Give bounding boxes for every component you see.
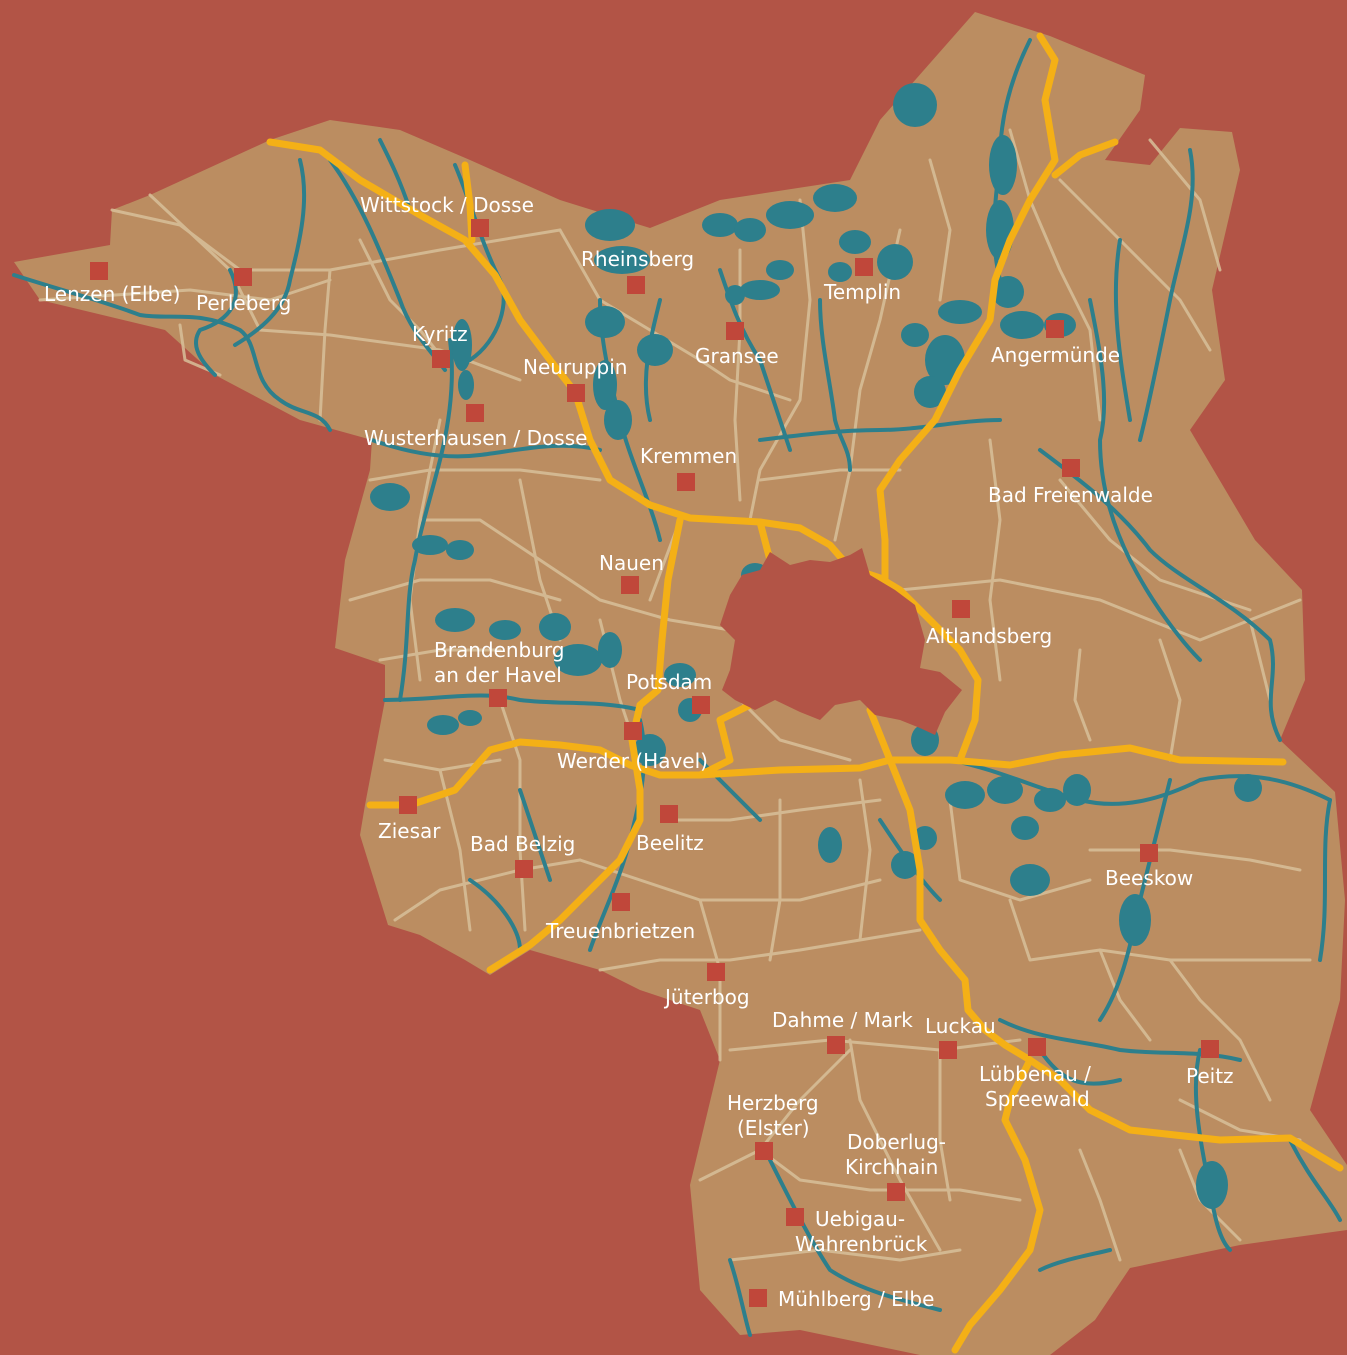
label-neuruppin: Neuruppin (523, 355, 627, 379)
label-perleberg: Perleberg (196, 291, 291, 315)
marker-muehlberg (749, 1289, 767, 1307)
label-herzberg-2: (Elster) (737, 1116, 810, 1140)
berlin-area (720, 548, 962, 735)
label-kyritz: Kyritz (412, 322, 468, 346)
marker-ziesar (399, 796, 417, 814)
label-templin: Templin (823, 280, 901, 304)
label-ziesar: Ziesar (378, 819, 441, 843)
label-bad-belzig: Bad Belzig (470, 832, 575, 856)
label-wittstock: Wittstock / Dosse (360, 193, 534, 217)
label-treuenbrietzen: Treuenbrietzen (545, 919, 695, 943)
marker-angermuende (1046, 320, 1064, 338)
label-luebbenau-2: Spreewald (985, 1087, 1090, 1111)
marker-beelitz (660, 805, 678, 823)
label-beeskow: Beeskow (1105, 866, 1193, 890)
label-jueterbog: Jüterbog (663, 985, 750, 1009)
label-bad-freienwalde: Bad Freienwalde (988, 483, 1153, 507)
marker-luckau (939, 1041, 957, 1059)
label-luckau: Luckau (925, 1014, 996, 1038)
marker-wittstock (471, 219, 489, 237)
marker-wusterhausen (466, 404, 484, 422)
marker-bad-belzig (515, 860, 533, 878)
marker-nauen (621, 576, 639, 594)
minor-roads (38, 128, 1312, 1262)
marker-neuruppin (567, 384, 585, 402)
marker-kremmen (677, 473, 695, 491)
marker-kyritz (432, 350, 450, 368)
label-potsdam: Potsdam (626, 670, 712, 694)
label-nauen: Nauen (599, 551, 664, 575)
marker-templin (855, 258, 873, 276)
label-werder: Werder (Havel) (557, 749, 708, 773)
town-labels: Lenzen (Elbe) Perleberg Wittstock / Doss… (44, 193, 1234, 1311)
marker-luebbenau (1028, 1038, 1046, 1056)
label-lenzen: Lenzen (Elbe) (44, 282, 180, 306)
label-beelitz: Beelitz (636, 831, 704, 855)
marker-lenzen (90, 262, 108, 280)
marker-dahme (827, 1036, 845, 1054)
marker-rheinsberg (627, 276, 645, 294)
label-uebigau-1: Uebigau- (815, 1207, 905, 1231)
marker-beeskow (1140, 844, 1158, 862)
label-peitz: Peitz (1186, 1064, 1234, 1088)
marker-treuenbrietzen (612, 893, 630, 911)
marker-brandenburg (489, 689, 507, 707)
marker-werder (624, 722, 642, 740)
marker-altlandsberg (952, 600, 970, 618)
marker-doberlug (887, 1183, 905, 1201)
marker-herzberg (755, 1142, 773, 1160)
marker-jueterbog (707, 963, 725, 981)
label-doberlug-2: Kirchhain (845, 1155, 938, 1179)
label-muehlberg: Mühlberg / Elbe (778, 1287, 934, 1311)
lakes (370, 83, 1262, 1209)
label-wusterhausen: Wusterhausen / Dosse (364, 426, 587, 450)
label-brandenburg-1: Brandenburg (434, 638, 565, 662)
rivers (12, 38, 1342, 1337)
label-gransee: Gransee (695, 344, 779, 368)
label-rheinsberg: Rheinsberg (581, 247, 694, 271)
label-doberlug-1: Doberlug- (847, 1130, 946, 1154)
label-dahme: Dahme / Mark (772, 1008, 913, 1032)
town-markers (90, 219, 1219, 1307)
label-herzberg-1: Herzberg (727, 1091, 819, 1115)
marker-perleberg (234, 268, 252, 286)
label-brandenburg-2: an der Havel (434, 663, 562, 687)
marker-bad-freienwalde (1062, 459, 1080, 477)
marker-uebigau (786, 1208, 804, 1226)
label-altlandsberg: Altlandsberg (926, 624, 1052, 648)
label-uebigau-2: Wahrenbrück (795, 1232, 928, 1256)
label-angermuende: Angermünde (991, 343, 1120, 367)
motorways (266, 32, 1344, 1354)
marker-potsdam (692, 696, 710, 714)
label-luebbenau-1: Lübbenau / (979, 1062, 1091, 1086)
marker-peitz (1201, 1040, 1219, 1058)
label-kremmen: Kremmen (640, 444, 737, 468)
marker-gransee (726, 322, 744, 340)
